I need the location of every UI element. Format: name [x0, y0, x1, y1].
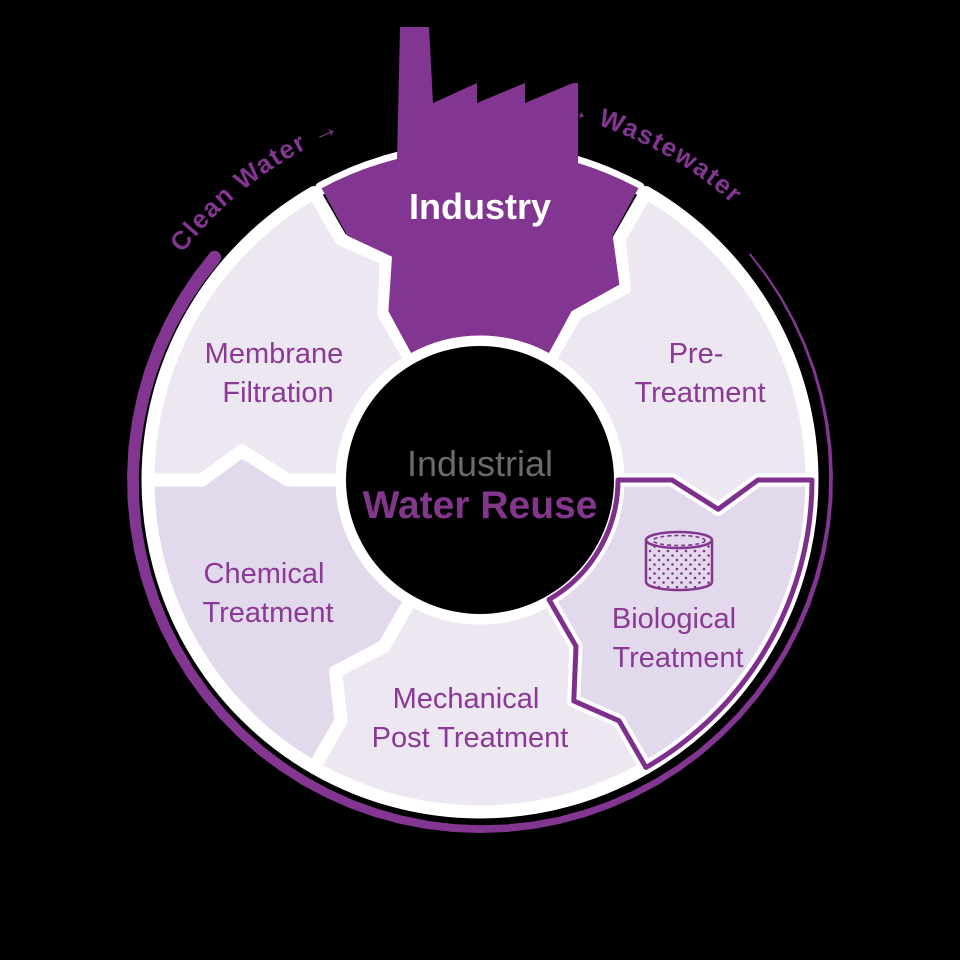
- center-label: Industrial Water Reuse: [363, 443, 598, 527]
- segment-mechanical-post-treatment: [307, 593, 653, 819]
- center-label-industrial: Industrial: [407, 443, 553, 484]
- label-chemical-line2: Treatment: [202, 597, 333, 629]
- label-biological-treatment: Biological Treatment: [612, 603, 744, 674]
- label-mechanical-line2: Post Treatment: [372, 722, 569, 754]
- label-biological-line2: Treatment: [612, 642, 743, 674]
- label-membrane-line1: Membrane: [205, 338, 344, 370]
- label-industry: Industry: [409, 186, 551, 227]
- label-pre-treatment: Pre- Treatment: [634, 338, 765, 409]
- factory-icon: [321, 27, 639, 359]
- flow-arrow-cap: [208, 250, 222, 264]
- label-pre-treatment-line1: Pre-: [669, 338, 724, 370]
- segment-industry: [321, 27, 639, 359]
- circular-flow-arrow: [127, 250, 833, 834]
- label-membrane-filtration: Membrane Filtration: [205, 338, 352, 409]
- segment-chemical-treatment: [141, 444, 418, 774]
- center-label-water-reuse: Water Reuse: [363, 484, 598, 527]
- biological-tank-icon: [644, 530, 714, 592]
- ring-inner-rim: [407, 335, 553, 366]
- label-chemical-treatment: Chemical Treatment: [202, 558, 333, 629]
- label-biological-line1: Biological: [612, 603, 736, 635]
- label-mechanical-post-treatment: Mechanical Post Treatment: [372, 683, 569, 754]
- label-membrane-line2: Filtration: [222, 377, 333, 409]
- label-chemical-line1: Chemical: [204, 558, 325, 590]
- center-disc: [346, 346, 614, 614]
- label-mechanical-line1: Mechanical: [393, 683, 540, 715]
- segment-membrane-filtration: [141, 186, 418, 487]
- segment-biological-highlight-border: [546, 477, 815, 770]
- segment-pre-treatment: [542, 186, 819, 516]
- label-pre-treatment-line2: Treatment: [634, 377, 765, 409]
